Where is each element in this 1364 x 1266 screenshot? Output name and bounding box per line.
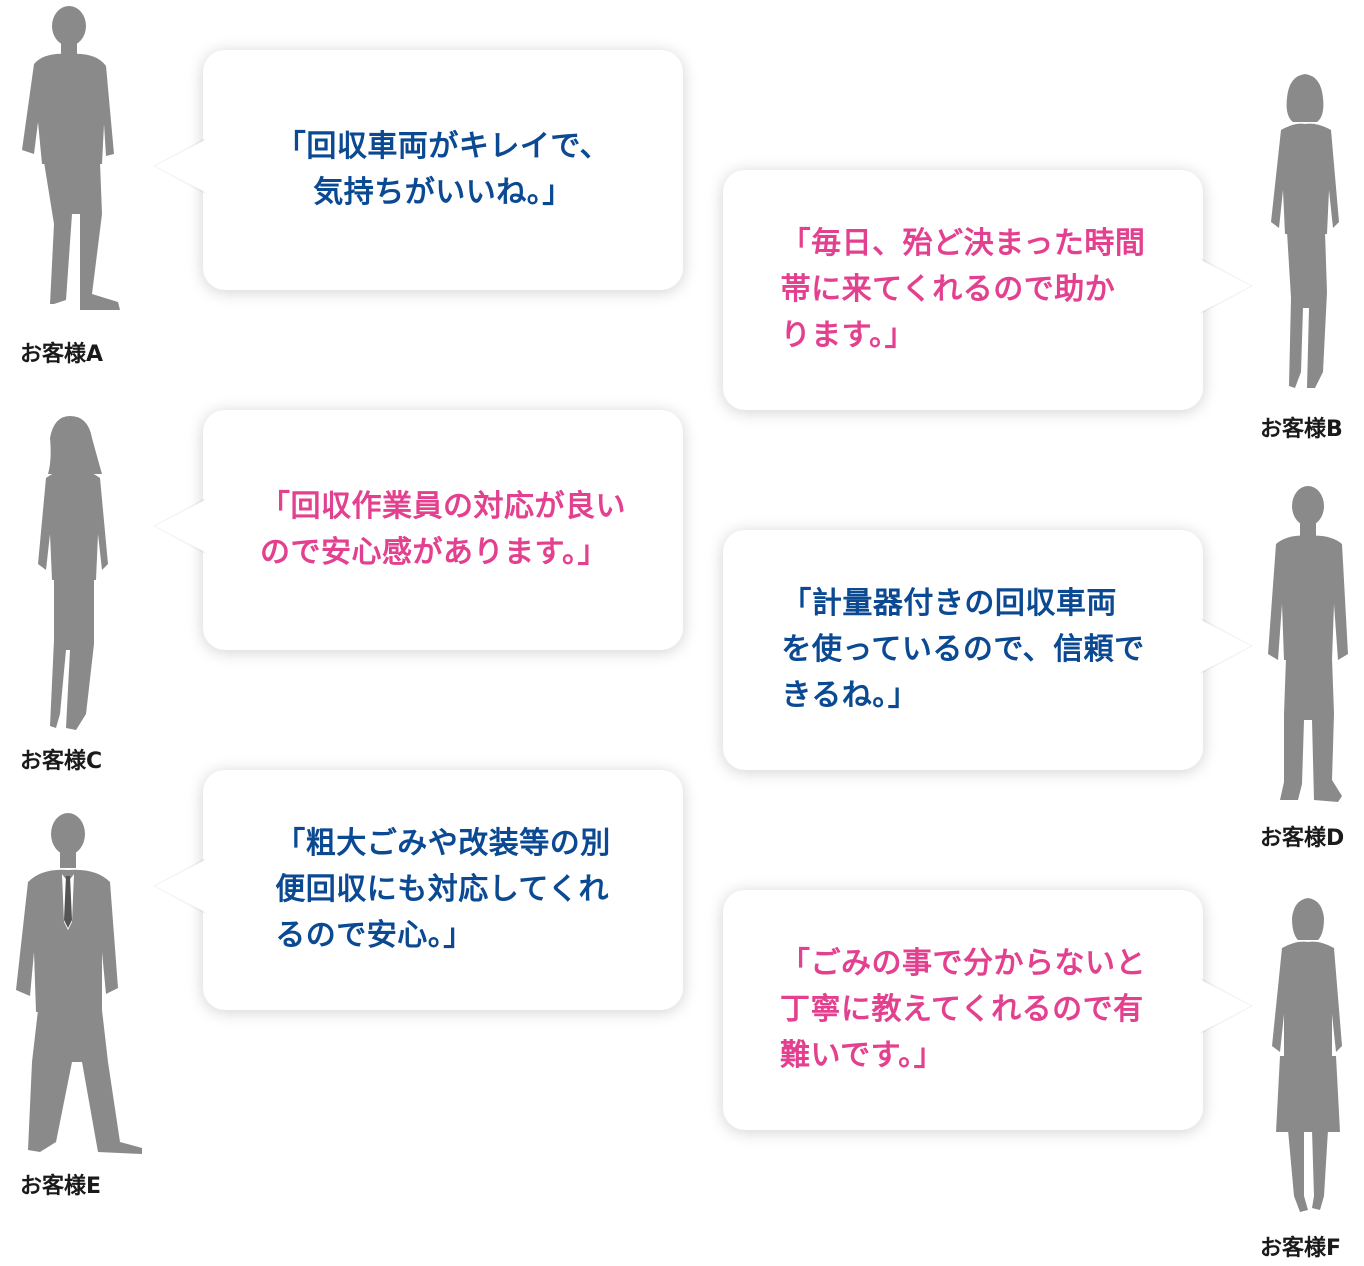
customer-a-comment: 「回収車両がキレイで、 気持ちがいいね。」 xyxy=(275,129,611,210)
customer-b-speech-bubble: 「毎日、殆ど決まった時間 帯に来てくれるので助か ります。」 xyxy=(723,170,1253,410)
customer-d-comment: 「計量器付きの回収車両 を使っているので、信頼で きるね。」 xyxy=(781,586,1145,713)
man-silhouette-icon xyxy=(16,813,142,1154)
customer-f-label: お客様F xyxy=(1260,1236,1342,1261)
bubble-pointer xyxy=(155,140,205,192)
man-silhouette-icon xyxy=(1268,486,1348,802)
customer-e-speech-bubble: 「粗大ごみや改装等の別 便回収にも対応してくれ るので安心。」 xyxy=(153,770,683,1010)
customer-d-silhouette xyxy=(1258,484,1358,806)
customer-e-label: お客様E xyxy=(20,1174,102,1199)
customer-f-silhouette xyxy=(1258,896,1358,1216)
bubble-pointer xyxy=(1201,980,1251,1032)
customer-a-label: お客様A xyxy=(20,342,104,367)
customer-c-speech-bubble: 「回収作業員の対応が良い ので安心感があります。」 xyxy=(153,410,683,650)
customer-b-silhouette xyxy=(1255,72,1355,394)
woman-silhouette-icon xyxy=(1272,898,1342,1212)
customer-e-silhouette xyxy=(12,812,146,1157)
customer-a-speech-bubble: 「回収車両がキレイで、 気持ちがいいね。」 xyxy=(153,50,683,290)
customer-f-speech-bubble: 「ごみの事で分からないと 丁寧に教えてくれるので有 難いです。」 xyxy=(723,890,1253,1130)
customer-b-comment: 「毎日、殆ど決まった時間 帯に来てくれるので助か ります。」 xyxy=(780,226,1146,353)
customer-b-label: お客様B xyxy=(1260,417,1343,442)
bubble-pointer xyxy=(155,860,205,912)
customer-f-comment: 「ごみの事で分からないと 丁寧に教えてくれるので有 難いです。」 xyxy=(780,946,1146,1073)
bubble-pointer xyxy=(155,500,205,552)
customer-c-silhouette xyxy=(26,414,126,734)
woman-silhouette-icon xyxy=(38,416,108,730)
bubble-pointer xyxy=(1201,260,1251,312)
customer-c-comment: 「回収作業員の対応が良い ので安心感があります。」 xyxy=(260,489,626,570)
woman-silhouette-icon xyxy=(1271,74,1339,388)
customer-e-comment: 「粗大ごみや改装等の別 便回収にも対応してくれ るので安心。」 xyxy=(275,826,611,953)
customer-d-speech-bubble: 「計量器付きの回収車両 を使っているので、信頼で きるね。」 xyxy=(723,530,1253,770)
customer-a-silhouette xyxy=(14,4,134,314)
customer-d-label: お客様D xyxy=(1260,826,1345,851)
bubble-pointer xyxy=(1201,620,1251,672)
man-silhouette-icon xyxy=(22,6,120,310)
customer-c-label: お客様C xyxy=(20,749,103,774)
